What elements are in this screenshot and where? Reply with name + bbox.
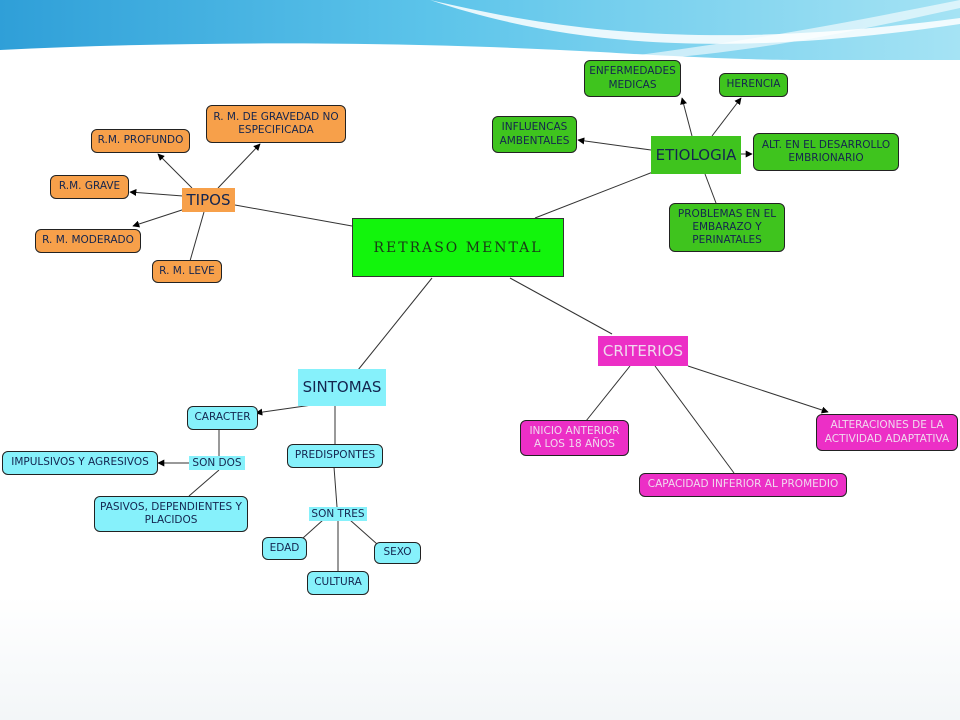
node-sexo[interactable]: SEXO: [374, 542, 421, 564]
node-edad[interactable]: EDAD: [262, 537, 307, 560]
node-problemas-embarazo[interactable]: PROBLEMAS EN EL EMBARAZO Y PERINATALES: [669, 203, 785, 252]
node-capacidad-inferior[interactable]: CAPACIDAD INFERIOR AL PROMEDIO: [639, 473, 847, 497]
header-wave-decoration: [0, 0, 960, 60]
node-cultura[interactable]: CULTURA: [307, 571, 369, 595]
hub-node-sintomas[interactable]: SINTOMAS: [298, 369, 386, 406]
root-node-retraso-mental[interactable]: RETRASO MENTAL: [352, 218, 564, 277]
node-inicio-anterior[interactable]: INICIO ANTERIOR A LOS 18 AÑOS: [520, 420, 629, 456]
hub-node-tipos[interactable]: TIPOS: [182, 188, 235, 212]
node-alt-desarrollo-embrionario[interactable]: ALT. EN EL DESARROLLO EMBRIONARIO: [753, 133, 899, 171]
node-impulsivos-agresivos[interactable]: IMPULSIVOS Y AGRESIVOS: [2, 451, 158, 475]
node-rm-grave[interactable]: R.M. GRAVE: [50, 175, 129, 199]
link-label-son-tres: SON TRES: [309, 507, 367, 521]
footer-fade: [0, 596, 960, 720]
node-rm-leve[interactable]: R. M. LEVE: [152, 260, 222, 283]
node-rm-moderado[interactable]: R. M. MODERADO: [35, 229, 141, 253]
node-pasivos-dependientes[interactable]: PASIVOS, DEPENDIENTES Y PLACIDOS: [94, 496, 248, 532]
hub-node-criterios[interactable]: CRITERIOS: [598, 336, 688, 366]
node-rm-profundo[interactable]: R.M. PROFUNDO: [91, 129, 190, 153]
node-herencia[interactable]: HERENCIA: [719, 73, 788, 97]
link-label-son-dos: SON DOS: [189, 456, 245, 470]
node-predispontes[interactable]: PREDISPONTES: [287, 444, 383, 468]
hub-node-etiologia[interactable]: ETIOLOGIA: [651, 136, 741, 174]
node-rm-gravedad-no-especificada[interactable]: R. M. DE GRAVEDAD NO ESPECIFICADA: [206, 105, 346, 143]
node-alteraciones-actividad[interactable]: ALTERACIONES DE LA ACTIVIDAD ADAPTATIVA: [816, 414, 958, 451]
node-caracter[interactable]: CARACTER: [187, 406, 258, 430]
node-influencas-ambentales[interactable]: INFLUENCAS AMBENTALES: [492, 116, 577, 153]
node-enfermedades-medicas[interactable]: ENFERMEDADES MEDICAS: [584, 60, 681, 97]
